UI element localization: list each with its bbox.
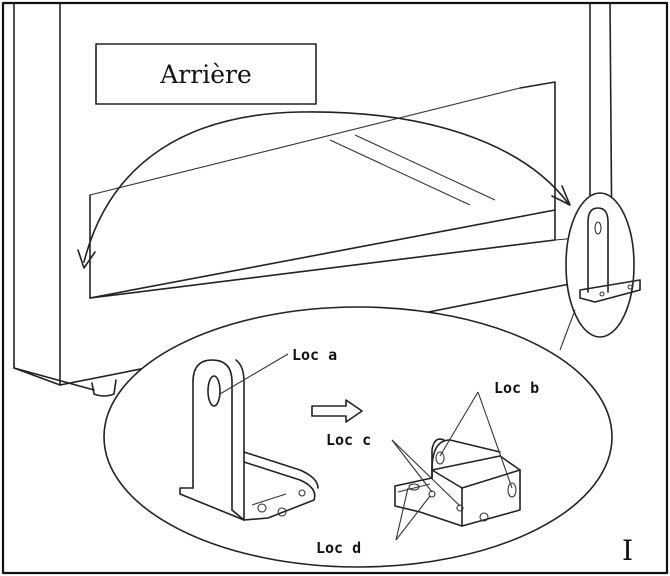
rear-corner-detail <box>565 192 641 338</box>
label-loc-a: Loc a <box>292 346 337 364</box>
title-box-frame <box>95 43 317 105</box>
bracket-assembled <box>179 359 319 521</box>
label-loc-d: Loc d <box>316 539 361 557</box>
bracket-flattened <box>394 438 521 527</box>
title-box: Arrière <box>95 43 317 105</box>
detail-leader <box>559 309 576 351</box>
title-box-text: Arrière <box>159 60 252 89</box>
leader-lines <box>219 353 513 541</box>
swing-arrow-icon <box>77 111 571 269</box>
transform-arrow-icon <box>311 399 363 423</box>
label-loc-c: Loc c <box>326 431 371 449</box>
cabinet-foot <box>91 379 117 397</box>
detail-ellipse-small <box>565 192 635 338</box>
label-loc-b: Loc b <box>494 379 539 397</box>
figure-id: I <box>622 534 633 567</box>
rear-panel <box>89 81 579 299</box>
